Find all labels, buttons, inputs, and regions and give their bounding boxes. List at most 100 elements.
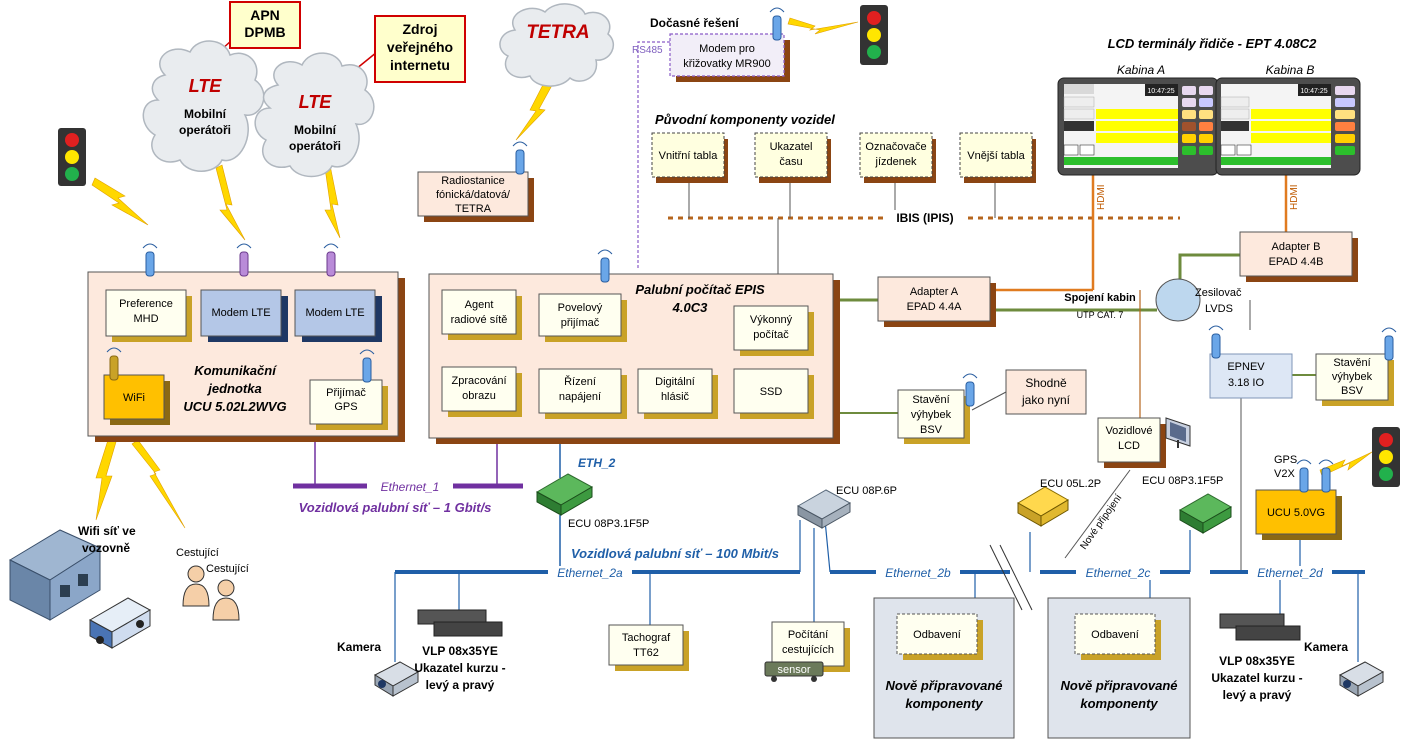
svg-text:Komunikační: Komunikační [194,363,277,378]
original-component-vnejsi-tabla: Vnější tabla [959,132,1036,183]
svg-text:Řízení: Řízení [564,375,596,388]
ecu-switch-3-label: ECU 05L.2P [1040,478,1101,490]
original-components-title: Původní komponenty vozidel [655,112,835,127]
svg-text:EPNEV: EPNEV [1227,361,1265,373]
gps-v2x-label-2: V2X [1274,468,1295,480]
temporary-solution: Dočasné řešení RS485 Modem pro křižovatk… [632,16,790,82]
led-display-icon [417,609,503,637]
svg-text:sensor: sensor [777,664,810,676]
svg-text:Označovače: Označovače [865,141,926,153]
network-switch-icon [1017,486,1069,527]
apn-callout: APN DPMB [229,1,301,49]
svg-text:Agent: Agent [465,299,494,311]
traffic-light-icon [1372,427,1400,487]
vlp-display-left: VLP 08x35YE [422,644,498,658]
original-component-ukazatel-casu: Ukazatel času [754,132,831,183]
svg-text:BSV: BSV [920,424,943,436]
svg-text:Stavění: Stavění [1333,357,1370,369]
svg-text:fónická/datová/: fónická/datová/ [436,189,511,201]
ecu-switch-4-label: ECU 08P3.1F5P [1142,475,1223,487]
svg-text:UCU 5.0VG: UCU 5.0VG [1267,507,1325,519]
svg-text:Vozidlové: Vozidlové [1105,425,1152,437]
mbit-network-label: Vozidlová palubní síť – 100 Mbit/s [571,546,779,561]
svg-text:EPAD 4.4B: EPAD 4.4B [1269,256,1324,268]
svg-text:Odbavení: Odbavení [1091,629,1139,641]
ethernet1-label: Ethernet_1 [381,480,440,494]
svg-text:RS485: RS485 [632,45,663,56]
depot-wifi-label: Wifi síť ve [78,524,136,538]
svg-text:Dočasné řešení: Dočasné řešení [650,16,739,30]
svg-text:Mobilní: Mobilní [294,123,337,137]
svg-text:UCU 5.02L2WVG: UCU 5.02L2WVG [183,399,286,414]
svg-text:4.0C3: 4.0C3 [672,300,708,315]
antenna-icon [145,15,1394,493]
ecu-switch-2-label: ECU 08P.6P [836,485,897,497]
svg-text:Shodně: Shodně [1025,376,1067,390]
svg-text:Počítání: Počítání [788,629,828,641]
monitor-icon [1165,417,1191,448]
svg-text:BSV: BSV [1341,385,1364,397]
camera-label: Kamera [337,640,381,654]
switch-control-bsv-2: Stavění výhybek BSV [1315,353,1394,406]
svg-text:DPMB: DPMB [244,24,285,40]
lcd-terminal-cab-a: 10:47:25 [1057,77,1219,176]
radio-station: Radiostanice fónická/datová/ TETRA [417,171,534,222]
public-internet-callout: Zdroj veřejného internetu [374,15,466,83]
svg-text:Vnější tabla: Vnější tabla [967,150,1025,162]
vlp-display-right: VLP 08x35YE [1219,654,1295,668]
svg-text:Modem LTE: Modem LTE [305,307,364,319]
passenger-label-2: Cestující [206,563,249,575]
gbit-network-label: Vozidlová palubní síť – 1 Gbit/s [299,500,492,515]
antenna-icon [109,355,119,381]
vlp-display-right-line3: levý a pravý [1223,688,1292,702]
ethernet2d-label: Ethernet_2d [1257,566,1323,580]
communication-unit-ucu: Preference MHD Modem LTE Modem LTE WiFi … [87,271,405,442]
network-switch-icon [535,473,594,516]
tachograph: Tachograf TT62 [608,624,689,671]
ecu-switch-1-label: ECU 08P3.1F5P [568,518,649,530]
svg-text:výhybek: výhybek [911,409,952,421]
svg-text:MHD: MHD [133,313,158,325]
svg-text:Modem LTE: Modem LTE [211,307,270,319]
ethernet2a-label: Ethernet_2a [557,566,623,580]
hdmi-label-b: HDMI [1289,184,1300,210]
svg-text:Zdroj: Zdroj [403,21,438,37]
vlp-display-left-line2: Ukazatel kurzu - [414,661,505,675]
svg-text:LTE: LTE [299,92,333,112]
svg-text:radiové sítě: radiové sítě [451,314,508,326]
camera-icon [373,661,420,697]
svg-text:10:47:25: 10:47:25 [1300,88,1327,95]
svg-text:Zpracování: Zpracování [451,375,506,387]
lvds-amplifier: Zesilovač LVDS [1155,278,1242,322]
utp-label: UTP CAT. 7 [1077,310,1124,320]
lcd-terminal-cab-b: 10:47:25 [1215,77,1361,176]
cab-b-label: Kabina B [1266,63,1315,77]
vehicle-lcd: Vozidlové LCD [1097,417,1191,468]
passenger-icon [182,565,240,621]
svg-text:3.18 IO: 3.18 IO [1228,377,1265,389]
svg-text:Radiostanice: Radiostanice [441,175,505,187]
svg-text:komponenty: komponenty [905,696,983,711]
svg-text:WiFi: WiFi [123,392,145,404]
adapter-b: Adapter B EPAD 4.4B [1239,231,1358,282]
same-as-now-callout: Shodně jako nyní [1005,369,1087,415]
lcd-terminals-title: LCD terminály řidiče - EPT 4.08C2 [1108,36,1318,51]
svg-text:Adapter B: Adapter B [1272,241,1321,253]
lte-cloud-1: LTE Mobilní operátoři [142,40,265,172]
svg-text:veřejného: veřejného [387,39,453,55]
network-switch-icon [1178,493,1233,534]
vlp-display-left-line3: levý a pravý [426,678,495,692]
svg-text:cestujících: cestujících [782,644,834,656]
svg-text:GPS: GPS [334,401,357,413]
lte-cloud-2: LTE Mobilní operátoři [254,52,375,178]
svg-text:křižovatky MR900: křižovatky MR900 [683,58,770,70]
svg-text:LVDS: LVDS [1205,303,1233,315]
svg-text:internetu: internetu [390,57,450,73]
network-switch-icon [796,489,852,529]
svg-text:Přijímač: Přijímač [326,387,366,399]
svg-text:jednotka: jednotka [206,381,261,396]
hdmi-label-a: HDMI [1096,184,1107,210]
svg-text:komponenty: komponenty [1080,696,1158,711]
svg-text:operátoři: operátoři [179,123,231,137]
traffic-light-icon [860,5,888,65]
